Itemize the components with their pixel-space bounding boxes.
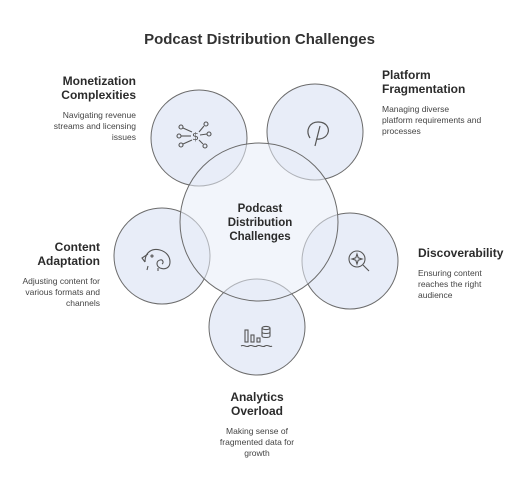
- label-content: Content Adaptation Adjusting content for…: [20, 240, 101, 309]
- page-title: Podcast Distribution Challenges: [144, 31, 375, 48]
- svg-text:$: $: [192, 130, 199, 143]
- circle-center: [179, 142, 339, 302]
- label-discoverability: Discoverability Ensuring content reaches…: [418, 246, 508, 301]
- monetization-description: Navigating revenue streams and licensing…: [53, 110, 136, 142]
- content-description: Adjusting content for various formats an…: [22, 276, 101, 308]
- chameleon-icon: [141, 248, 171, 271]
- sparkle-search-icon: [348, 250, 370, 272]
- monetization-title: Monetization Complexities: [61, 74, 136, 102]
- content-title: Content Adaptation: [37, 240, 100, 268]
- discoverability-description: Ensuring content reaches the right audie…: [418, 268, 482, 300]
- platform-description: Managing diverse platform requirements a…: [382, 104, 482, 136]
- pinterest-p-icon: [307, 121, 329, 147]
- platform-title: Platform Fragmentation: [382, 68, 466, 96]
- dollar-network-icon: $: [176, 121, 212, 149]
- label-monetization: Monetization Complexities Navigating rev…: [40, 74, 136, 143]
- label-analytics: Analytics Overload Making sense of fragm…: [212, 390, 302, 459]
- discoverability-title: Discoverability: [418, 246, 504, 260]
- analytics-title: Analytics Overload: [230, 390, 284, 418]
- bar-chart-database-icon: [240, 325, 273, 348]
- analytics-description: Making sense of fragmented data for grow…: [219, 426, 295, 458]
- label-platform: Platform Fragmentation Managing diverse …: [382, 68, 482, 137]
- center-label: Podcast Distribution Challenges: [227, 203, 293, 243]
